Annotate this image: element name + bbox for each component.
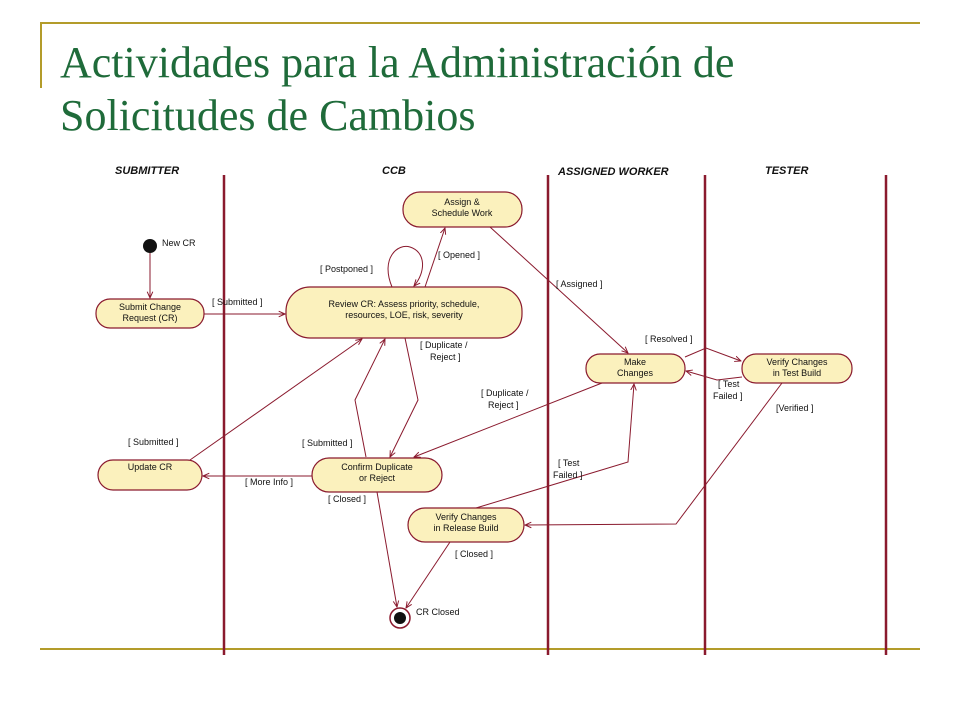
label-dup-reject-1-line-1: [ Duplicate /: [420, 340, 468, 350]
start-label: New CR: [162, 238, 196, 248]
left-rule: [40, 22, 42, 88]
edge-confirm-to-review: [354, 339, 385, 458]
label-dup-reject-2-line-1: [ Duplicate /: [481, 388, 529, 398]
label-test-failed-2-line-1: [ Test: [558, 458, 580, 468]
label-verified: [Verified ]: [776, 403, 814, 413]
edge-make-to-confirm: [414, 382, 603, 457]
edge-verified-to-release: [525, 382, 783, 525]
node-verify-test-build: Verify Changes in Test Build: [741, 353, 853, 384]
label-dup-reject-1-line-2: Reject ]: [430, 352, 461, 362]
label-submitted-2: [ Submitted ]: [128, 437, 179, 447]
slide-title-line-2: Solicitudes de Cambios: [60, 91, 476, 140]
lane-title-submitter: SUBMITTER: [115, 165, 179, 177]
label-submitted-3: [ Submitted ]: [302, 438, 353, 448]
edge-postponed-loop: [387, 245, 423, 288]
node-verify-test-line-2: in Test Build: [773, 368, 821, 378]
label-dup-reject-2-line-2: Reject ]: [488, 400, 519, 410]
edge-make-to-verify-test: [684, 347, 741, 361]
edge-release-to-closed: [406, 541, 451, 608]
node-update-cr: Update CR: [97, 459, 203, 491]
top-rule: [40, 22, 920, 24]
node-make-line-2: Changes: [617, 368, 654, 378]
node-verify-release-line-1: Verify Changes: [435, 512, 497, 522]
label-resolved: [ Resolved ]: [645, 334, 693, 344]
start-node: [143, 239, 157, 253]
label-test-failed-2-line-2: Failed ]: [553, 470, 583, 480]
edge-review-to-confirm: [390, 337, 419, 457]
label-test-failed-1-line-1: [ Test: [718, 379, 740, 389]
label-assigned: [ Assigned ]: [556, 279, 603, 289]
node-review-cr: Review CR: Assess priority, schedule, re…: [285, 286, 523, 339]
node-make-line-1: Make: [624, 357, 646, 367]
label-submitted-1: [ Submitted ]: [212, 297, 263, 307]
node-assign-line-1: Assign &: [444, 197, 480, 207]
lane-title-ccb: CCB: [382, 165, 406, 177]
lane-title-assigned-worker: ASSIGNED WORKER: [557, 166, 669, 178]
label-closed-1: [ Closed ]: [328, 494, 366, 504]
node-verify-release-line-2: in Release Build: [433, 523, 498, 533]
node-confirm-line-2: or Reject: [359, 473, 396, 483]
node-submit-line-2: Request (CR): [122, 313, 177, 323]
label-opened: [ Opened ]: [438, 250, 480, 260]
node-submit-line-1: Submit Change: [119, 302, 181, 312]
edge-review-to-assign: [424, 228, 445, 288]
node-review-line-2: resources, LOE, risk, severity: [345, 310, 463, 320]
node-confirm-line-1: Confirm Duplicate: [341, 462, 413, 472]
lane-title-tester: TESTER: [765, 165, 808, 177]
node-make-changes: Make Changes: [585, 353, 686, 384]
node-assign-schedule-work: Assign & Schedule Work: [402, 191, 523, 228]
node-verify-test-line-1: Verify Changes: [766, 357, 828, 367]
slide-title-line-1: Actividades para la Administración de: [60, 38, 735, 87]
edge-verify-test-to-make: [686, 371, 743, 381]
node-verify-release-build: Verify Changes in Release Build: [407, 507, 525, 543]
label-more-info: [ More Info ]: [245, 477, 293, 487]
edge-release-to-make: [475, 384, 634, 509]
edge-assign-to-make: [489, 226, 628, 353]
node-submit-change-request: Submit Change Request (CR): [95, 298, 205, 329]
node-update-line-1: Update CR: [128, 462, 173, 472]
node-assign-line-2: Schedule Work: [432, 208, 493, 218]
node-review-line-1: Review CR: Assess priority, schedule,: [329, 299, 480, 309]
label-closed-2: [ Closed ]: [455, 549, 493, 559]
node-confirm-duplicate: Confirm Duplicate or Reject: [311, 457, 443, 493]
slide-title: Actividades para la Administración de So…: [60, 36, 920, 142]
edge-confirm-to-closed: [376, 491, 397, 607]
end-label: CR Closed: [416, 607, 460, 617]
end-node: [394, 612, 406, 624]
label-test-failed-1-line-2: Failed ]: [713, 391, 743, 401]
bottom-rule: [40, 648, 920, 650]
label-postponed: [ Postponed ]: [320, 264, 373, 274]
edge-update-to-review: [189, 339, 362, 461]
